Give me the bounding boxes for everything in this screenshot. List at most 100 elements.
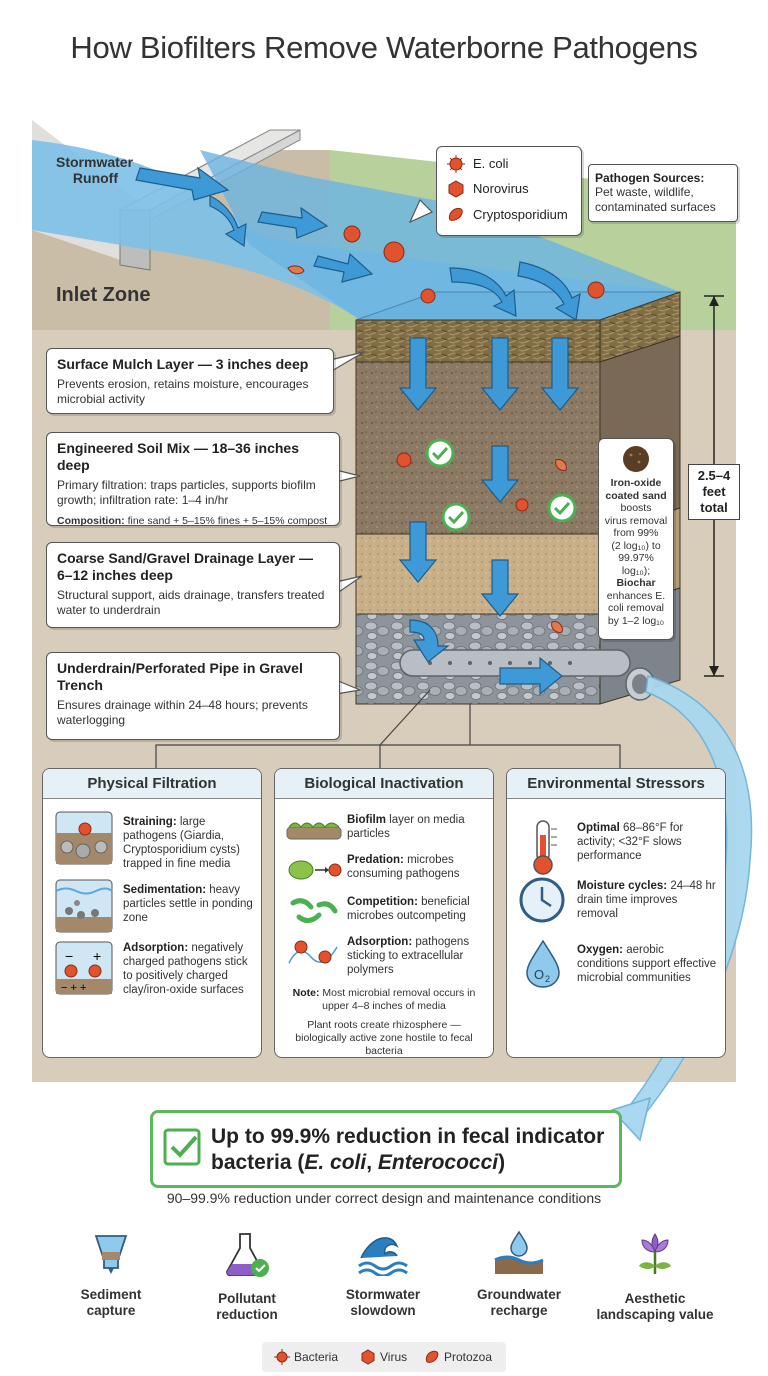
iron-l1: boosts [620,502,652,514]
flask-check-icon [226,1233,269,1277]
runoff-label: Stormwater Runoff [56,154,134,186]
mulch-layer-desc: Prevents erosion, retains moisture, enco… [57,377,309,406]
soil-composition: Composition: fine sand + 5–15% fines + 5… [57,514,329,529]
clock-icon [519,877,565,923]
sedimentation-text: Sedimentation: heavy particles settle in… [123,883,253,925]
iron-title-1: Iron-oxide [610,477,662,489]
physical-filtration-panel: Physical Filtration Straining: large pat… [42,768,262,1058]
iron-l4: (2 log₁₀) to [611,539,661,552]
straining-text: Straining: large pathogens (Giardia, Cry… [123,815,253,871]
protozoa-icon [448,207,463,221]
sediment-funnel-icon [94,1235,128,1274]
depth-line3: total [700,500,728,515]
amendment-callout: Iron-oxide coated sand boosts virus remo… [598,438,674,640]
biological-inactivation-title: Biological Inactivation [275,769,493,799]
adsorption-physical-desc: negatively charged pathogens stick to po… [123,942,248,996]
predation-text: Predation: microbes consuming pathogens [347,853,485,881]
wave-icon [358,1237,408,1278]
biofilm-icon [286,822,342,840]
bio-roots: Plant roots create rhizosphere — biologi… [295,1019,473,1057]
bacteria-icon [447,155,465,173]
predation-desc: microbes consuming pathogens [347,854,460,880]
svg-text:+: + [93,948,101,964]
benefit-aesthetic-l2: landscaping value [596,1307,714,1322]
mulch-layer-title: Surface Mulch Layer — 3 inches deep [57,356,309,372]
straining-icon [55,811,113,865]
runoff-line2: Runoff [72,170,118,186]
result-species1: E. coli [304,1151,367,1174]
pathogen-sources-title: Pathogen Sources: [595,171,705,185]
pathogen-ecoli-row: E. coli [447,153,571,177]
sedimentation-desc: heavy particles settle in ponding zone [123,884,253,924]
legend-virus: Virus [380,1350,408,1364]
competition-desc: beneficial microbes outcompeting [347,896,470,922]
inlet-zone-label: Inlet Zone [56,284,151,306]
legend-bacteria-icon [274,1349,290,1365]
benefit-sediment-l2: capture [86,1303,136,1318]
competition-text: Competition: beneficial microbes outcomp… [347,895,485,923]
legend-protozoa: Protozoa [444,1350,493,1364]
pathogen-crypto-row: Cryptosporidium [447,203,571,227]
result-line1: Up to 99.9% reduction in fecal indicator [211,1125,605,1148]
depth-line1: 2.5–4 [697,468,731,483]
physical-filtration-title: Physical Filtration [43,769,261,799]
svg-text:− + +: − + + [61,982,86,994]
biofilm-desc: layer on media particles [347,814,465,840]
pathogen-types-callout: E. coli Norovirus Cryptosporidium [436,146,582,236]
iron-l5: 99.97% log₁₀); [618,552,654,577]
pathogen-sources-line1: Pet waste, wildlife, [595,185,694,199]
virus-icon [448,180,464,198]
thermometer-icon [533,820,557,875]
benefit-pollutant-l2: reduction [216,1307,278,1322]
biofilm-text: Biofilm layer on media particles [347,813,485,841]
svg-text:2: 2 [545,974,550,984]
adsorption-physical-text: Adsorption: negatively charged pathogens… [123,941,253,997]
benefit-stormwater-l1: Stormwater [345,1287,421,1302]
benefit-sediment-l1: Sediment [80,1287,142,1302]
mulch-layer-callout: Surface Mulch Layer — 3 inches deep Prev… [46,348,334,414]
moisture-term: Moisture cycles: [577,880,668,892]
straining-desc: large pathogens (Giardia, Cryptosporidiu… [123,816,240,870]
depth-line2: feet [702,484,726,499]
result-line2-end: ) [498,1151,506,1174]
benefit-pollutant-l1: Pollutant [218,1291,276,1306]
oxygen-desc: aerobic conditions support effective mic… [577,944,717,984]
predation-term: Predation: [347,854,404,866]
biochar-l3: by 1–2 log₁₀ [607,614,665,627]
gravel-layer-title: Coarse Sand/Gravel Drainage Layer — 6–12… [57,550,313,583]
soil-composition-value: fine sand + 5–15% fines + 5–15% compost [127,515,328,527]
soil-layer-title: Engineered Soil Mix — 18–36 inches deep [57,440,299,473]
result-banner: Up to 99.9% reduction in fecal indicator… [150,1110,622,1188]
iron-sand-icon [623,446,649,472]
checkmark-icon [163,1128,201,1166]
oxygen-term: Oxygen: [577,944,624,956]
adsorption-physical-term: Adsorption: [123,942,189,954]
oxygen-text: Oxygen: aerobic conditions support effec… [577,943,717,985]
flower-icon [639,1233,671,1274]
soil-layer-callout: Engineered Soil Mix — 18–36 inches deep … [46,432,340,529]
biochar-title: Biochar [616,577,656,589]
underdrain-callout: Underdrain/Perforated Pipe in Gravel Tre… [46,652,340,740]
iron-title-2: coated sand [605,489,667,502]
iron-l2: virus removal [604,514,668,527]
environmental-stressors-panel: Environmental Stressors Optimal 68–86°F … [506,768,726,1058]
adsorption-bio-text: Adsorption: pathogens sticking to extrac… [347,935,485,977]
runoff-line1: Stormwater [56,154,134,170]
polymer-adsorption-icon [288,940,338,964]
groundwater-drop-icon [494,1230,544,1274]
legend-bacteria: Bacteria [294,1350,339,1364]
underdrain-title: Underdrain/Perforated Pipe in Gravel Tre… [57,660,303,693]
competition-term: Competition: [347,896,418,908]
pathogen-ecoli: E. coli [473,156,509,171]
bio-note-label: Note: [292,987,320,999]
soil-layer-desc: Primary filtration: traps particles, sup… [57,478,316,507]
adsorption-charge-icon: −+− + + [55,941,113,995]
gravel-layer-desc: Structural support, aids drainage, trans… [57,588,325,617]
bio-note-text: Most microbial removal occurs in upper 4… [319,987,476,1012]
result-subtitle: 90–99.9% reduction under correct design … [166,1190,602,1206]
adsorption-bio-desc: pathogens sticking to extracellular poly… [347,936,470,976]
